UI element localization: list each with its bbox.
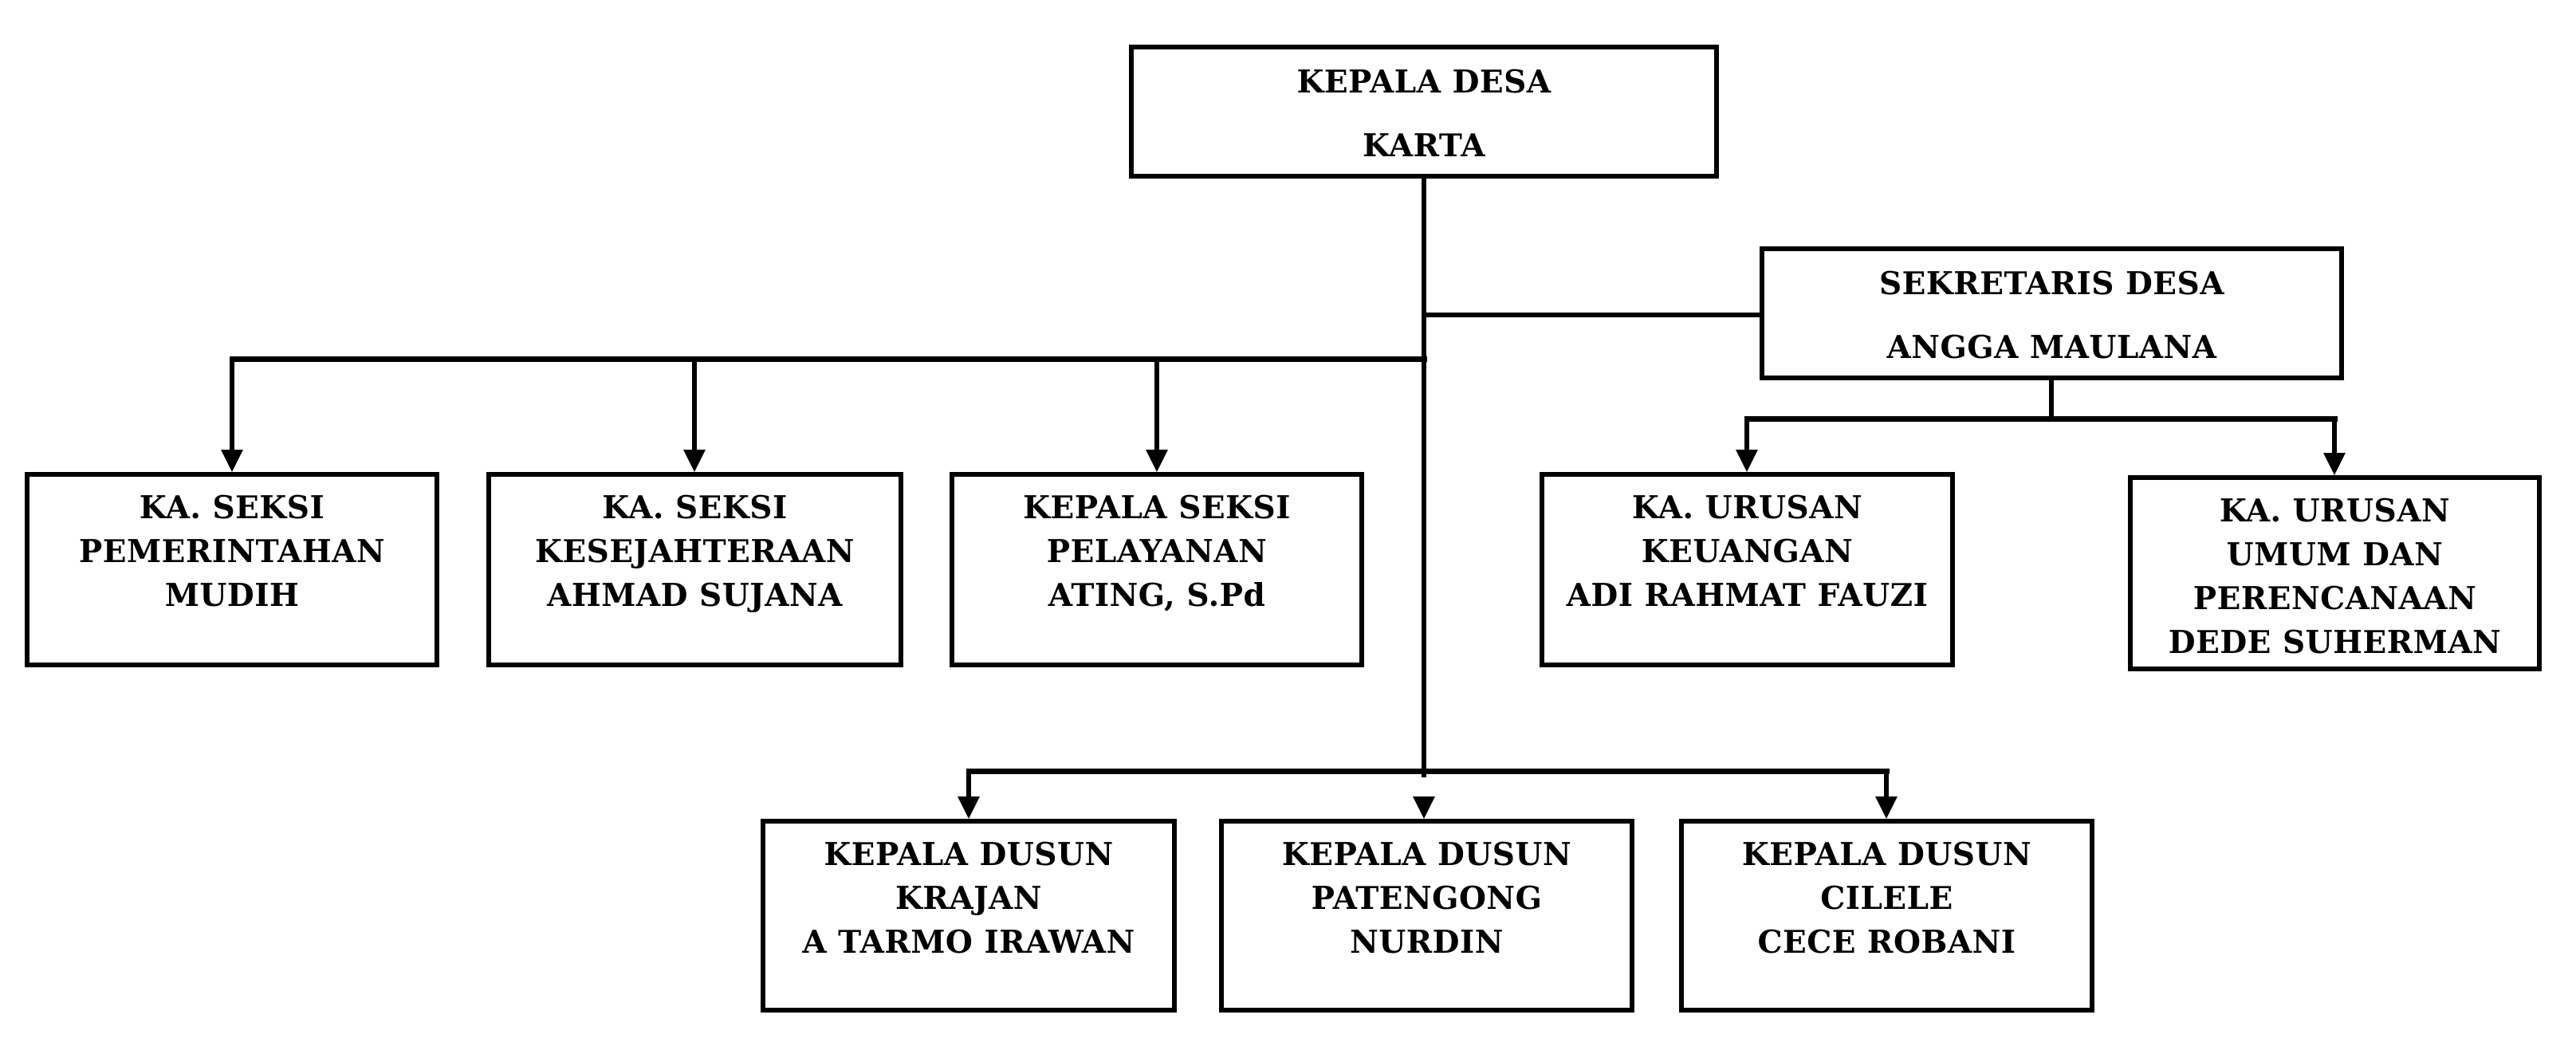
person-text: DEDE SUHERMAN (2168, 624, 2502, 661)
role-text: PATENGONG (1311, 880, 1543, 917)
connector-urusan-branch-horizontal (1744, 416, 2338, 422)
connector-drop-pelayanan (1154, 358, 1159, 454)
person-text: A TARMO IRAWAN (802, 924, 1135, 961)
connector-drop-keuangan (1744, 416, 1749, 454)
org-box-sekretaris-desa: SEKRETARIS DESA ANGGA MAULANA (1760, 246, 2344, 380)
org-box-ka-seksi-pemerintahan: KA. SEKSI PEMERINTAHAN MUDIH (25, 472, 439, 667)
person-text: ATING, S.Pd (1048, 577, 1266, 614)
connector-drop-pemerintahan (230, 358, 234, 454)
role-text: PELAYANAN (1046, 533, 1268, 570)
arrow-down-into-patengong-icon (1413, 796, 1435, 819)
role-text: KEUANGAN (1641, 533, 1854, 570)
role-text: KA. SEKSI (139, 490, 325, 526)
role-text: KEPALA DUSUN (1741, 836, 2032, 873)
role-text: KEPALA DUSUN (1281, 836, 1572, 873)
org-box-ka-urusan-keuangan: KA. URUSAN KEUANGAN ADI RAHMAT FAUZI (1540, 472, 1955, 667)
role-text: KEPALA SEKSI (1023, 490, 1291, 526)
connector-sekretaris-horizontal (1426, 313, 1760, 317)
person-text: ANGGA MAULANA (1886, 329, 2217, 366)
person-text: MUDIH (164, 577, 300, 614)
arrow-down-into-umum-icon (2323, 453, 2346, 475)
org-box-ka-urusan-umum: KA. URUSAN UMUM DAN PERENCANAAN DEDE SUH… (2128, 475, 2542, 671)
connector-seksi-branch-horizontal (230, 356, 1427, 362)
role-text: PEMERINTAHAN (78, 533, 386, 570)
connector-drop-kesejahteraan (692, 358, 697, 454)
arrow-down-into-pemerintahan-icon (221, 450, 243, 472)
role-text: PERENCANAAN (2193, 580, 2477, 617)
person-text: CECE ROBANI (1757, 924, 2016, 961)
role-text: CILELE (1820, 880, 1953, 917)
arrow-down-into-keuangan-icon (1736, 450, 1758, 472)
connector-drop-krajan (966, 769, 971, 800)
role-text: KESEJAHTERAAN (535, 533, 855, 570)
arrow-down-into-cilele-icon (1875, 796, 1898, 819)
connector-drop-umum (2332, 416, 2337, 454)
org-box-kepala-seksi-pelayanan: KEPALA SEKSI PELAYANAN ATING, S.Pd (950, 472, 1364, 667)
role-text: UMUM DAN (2226, 537, 2444, 573)
person-text: KARTA (1363, 128, 1485, 164)
org-box-ka-seksi-kesejahteraan: KA. SEKSI KESEJAHTERAAN AHMAD SUJANA (486, 472, 903, 667)
role-text: KA. URUSAN (2219, 493, 2451, 529)
org-box-kepala-desa: KEPALA DESA KARTA (1129, 45, 1719, 179)
org-box-kepala-dusun-patengong: KEPALA DUSUN PATENGONG NURDIN (1219, 819, 1634, 1013)
arrow-down-into-krajan-icon (958, 796, 980, 819)
role-text: KEPALA DESA (1296, 64, 1551, 100)
connector-drop-cilele (1884, 769, 1889, 800)
role-text: KA. URUSAN (1631, 490, 1863, 526)
role-text: KRAJAN (895, 880, 1042, 917)
org-box-kepala-dusun-krajan: KEPALA DUSUN KRAJAN A TARMO IRAWAN (761, 819, 1177, 1013)
role-text: KEPALA DUSUN (824, 836, 1114, 873)
person-text: AHMAD SUJANA (547, 577, 843, 614)
role-text: SEKRETARIS DESA (1879, 265, 2224, 302)
connector-dusun-branch-horizontal (966, 769, 1890, 774)
role-text: KA. SEKSI (602, 490, 788, 526)
arrow-down-into-pelayanan-icon (1146, 450, 1168, 472)
connector-trunk-vertical (1422, 178, 1426, 777)
org-box-kepala-dusun-cilele: KEPALA DUSUN CILELE CECE ROBANI (1679, 819, 2094, 1013)
connector-sekretaris-stem (2049, 380, 2054, 420)
arrow-down-into-kesejahteraan-icon (683, 450, 706, 472)
person-text: NURDIN (1350, 924, 1504, 961)
person-text: ADI RAHMAT FAUZI (1566, 577, 1929, 614)
